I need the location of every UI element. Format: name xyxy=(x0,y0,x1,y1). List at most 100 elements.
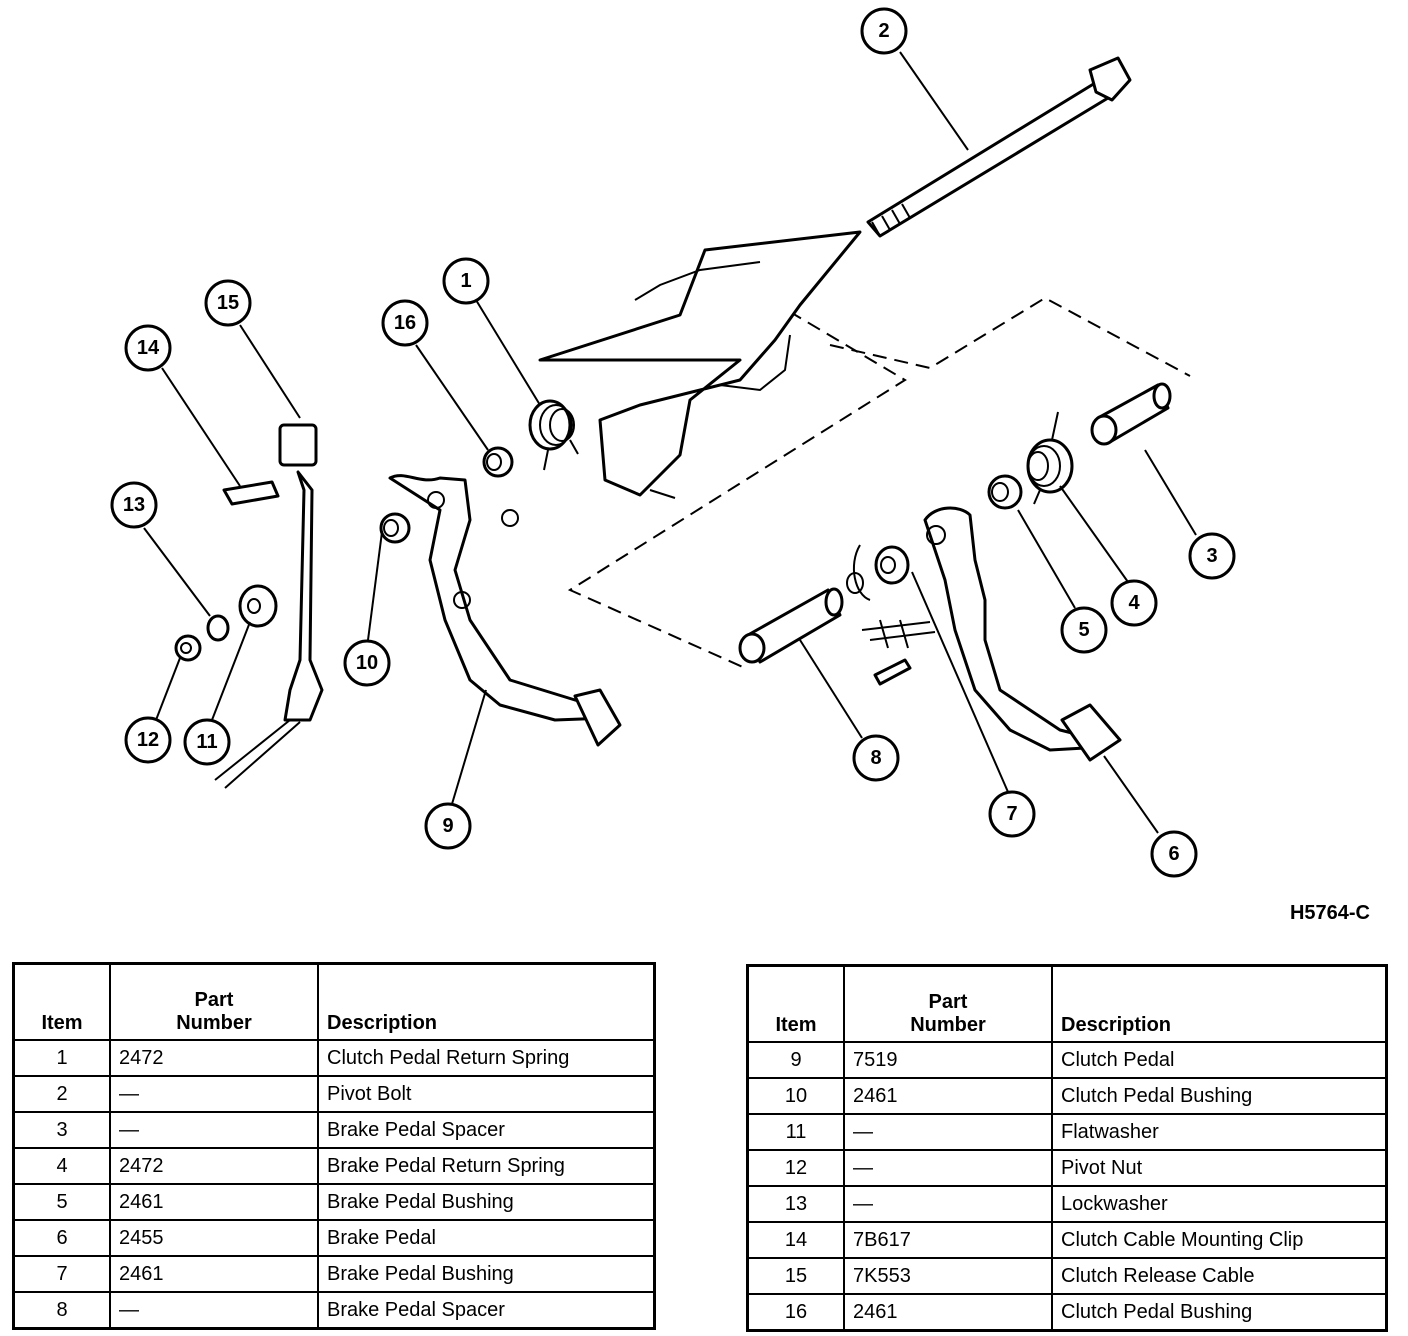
callout-16: 16 xyxy=(381,299,429,347)
svg-text:15: 15 xyxy=(217,292,239,314)
washers-drawing xyxy=(174,584,278,662)
table-header-row: Item Part Number Description xyxy=(746,964,1388,1043)
cell-description: Brake Pedal Return Spring xyxy=(317,1147,656,1185)
leader-lines xyxy=(143,51,1197,834)
cell-item: 14 xyxy=(746,1221,845,1259)
table-row: 12—Pivot Nut xyxy=(746,1149,1388,1187)
cell-description: Clutch Pedal Bushing xyxy=(1051,1293,1388,1332)
cell-part-number: 7B617 xyxy=(843,1221,1053,1259)
cell-part-number: — xyxy=(109,1075,319,1113)
callout-2: 2 xyxy=(860,7,908,55)
col-description-header: Description xyxy=(1051,964,1388,1043)
cell-item: 15 xyxy=(746,1257,845,1295)
cell-part-number: 7K553 xyxy=(843,1257,1053,1295)
col-description-header: Description xyxy=(317,962,656,1041)
callout-13: 13 xyxy=(110,481,158,529)
svg-text:13: 13 xyxy=(123,494,145,516)
pedal-bracket-drawing xyxy=(538,230,862,499)
col-part-number-header: Part Number xyxy=(109,962,319,1041)
cell-description: Pivot Nut xyxy=(1051,1149,1388,1187)
clutch-pedal-drawing xyxy=(388,474,622,747)
cell-item: 9 xyxy=(746,1041,845,1079)
svg-text:6: 6 xyxy=(1168,843,1179,865)
cell-description: Flatwasher xyxy=(1051,1113,1388,1151)
col-part-number-header: Part Number xyxy=(843,964,1053,1043)
cell-part-number: 2472 xyxy=(109,1039,319,1077)
svg-text:1: 1 xyxy=(460,270,471,292)
svg-text:9: 9 xyxy=(442,815,453,837)
cell-description: Brake Pedal Spacer xyxy=(317,1291,656,1330)
cell-description: Brake Pedal xyxy=(317,1219,656,1257)
callout-9: 9 xyxy=(424,802,472,850)
exploded-parts-diagram: 1 2 3 4 5 6 7 8 9 10 11 12 13 14 15 16 xyxy=(110,7,1236,878)
brake-return-spring-drawing xyxy=(1026,411,1074,505)
callout-3: 3 xyxy=(1188,532,1236,580)
cell-item: 5 xyxy=(12,1183,111,1221)
clutch-return-spring-drawing xyxy=(528,399,579,471)
figure-code: H5764-C xyxy=(1289,902,1370,924)
clutch-bushing-16-drawing xyxy=(482,446,514,478)
spacer-8-drawing xyxy=(738,587,844,664)
callout-7: 7 xyxy=(988,790,1036,838)
pivot-bolt-drawing xyxy=(866,56,1132,238)
cell-item: 13 xyxy=(746,1185,845,1223)
cell-part-number: 2472 xyxy=(109,1147,319,1185)
cell-description: Pivot Bolt xyxy=(317,1075,656,1113)
cell-item: 3 xyxy=(12,1111,111,1149)
callout-5: 5 xyxy=(1060,606,1108,654)
svg-text:10: 10 xyxy=(356,652,378,674)
col-item-header: Item xyxy=(746,964,845,1043)
spacer-3-drawing xyxy=(1090,382,1172,446)
cell-item: 2 xyxy=(12,1075,111,1113)
clutch-bushing-10-drawing xyxy=(379,512,411,544)
cell-part-number: — xyxy=(109,1291,319,1330)
brake-bushing-5-drawing xyxy=(987,474,1023,510)
svg-text:2: 2 xyxy=(878,20,889,42)
cell-item: 16 xyxy=(746,1293,845,1332)
cell-description: Lockwasher xyxy=(1051,1185,1388,1223)
cell-part-number: — xyxy=(843,1113,1053,1151)
cell-item: 10 xyxy=(746,1077,845,1115)
svg-text:7: 7 xyxy=(1006,803,1017,825)
cell-item: 1 xyxy=(12,1039,111,1077)
cell-item: 8 xyxy=(12,1291,111,1330)
callout-8: 8 xyxy=(852,734,900,782)
cell-description: Brake Pedal Bushing xyxy=(317,1183,656,1221)
cell-part-number: — xyxy=(843,1185,1053,1223)
cell-part-number: — xyxy=(843,1149,1053,1187)
cell-description: Brake Pedal Spacer xyxy=(317,1111,656,1149)
cell-description: Clutch Pedal Return Spring xyxy=(317,1039,656,1077)
callout-11: 11 xyxy=(183,718,231,766)
callout-12: 12 xyxy=(124,716,172,764)
cell-part-number: 2455 xyxy=(109,1219,319,1257)
table-row: 8—Brake Pedal Spacer xyxy=(12,1291,656,1330)
cell-item: 11 xyxy=(746,1113,845,1151)
cell-item: 6 xyxy=(12,1219,111,1257)
cable-clip-drawing xyxy=(222,480,280,506)
cell-part-number: 2461 xyxy=(843,1077,1053,1115)
cell-item: 4 xyxy=(12,1147,111,1185)
cell-part-number: 2461 xyxy=(843,1293,1053,1332)
cell-description: Clutch Pedal xyxy=(1051,1041,1388,1079)
svg-text:5: 5 xyxy=(1078,619,1089,641)
table-row: 13—Lockwasher xyxy=(746,1185,1388,1223)
assembly-outline xyxy=(567,296,1191,669)
callout-14: 14 xyxy=(124,324,172,372)
callout-6: 6 xyxy=(1150,830,1198,878)
cell-description: Clutch Pedal Bushing xyxy=(1051,1077,1388,1115)
cell-part-number: 7519 xyxy=(843,1041,1053,1079)
brake-bushing-7-drawing xyxy=(846,544,910,601)
callout-10: 10 xyxy=(343,639,391,687)
svg-text:12: 12 xyxy=(137,729,159,751)
table-row: 3—Brake Pedal Spacer xyxy=(12,1111,656,1149)
cell-part-number: — xyxy=(109,1111,319,1149)
